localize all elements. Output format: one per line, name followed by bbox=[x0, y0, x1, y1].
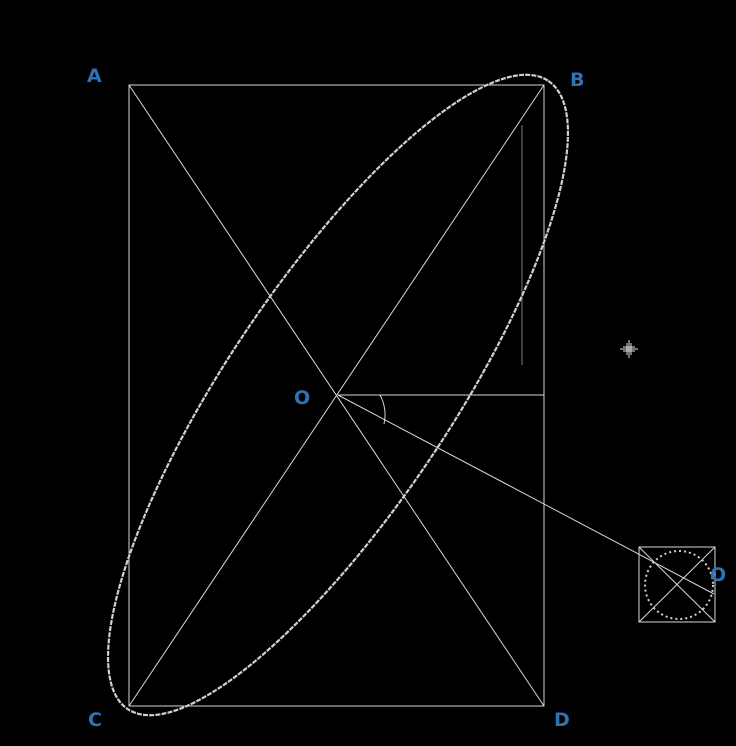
angle-arc bbox=[379, 394, 386, 425]
rotated-ellipse bbox=[106, 73, 570, 717]
small-box bbox=[638, 546, 716, 623]
small-circle bbox=[644, 550, 714, 620]
diagonal-b-c bbox=[128, 84, 545, 707]
label-a: A bbox=[87, 65, 102, 87]
ray-to-small-circle bbox=[337, 394, 715, 595]
label-d: D bbox=[554, 709, 570, 731]
label-o-small: O bbox=[710, 564, 726, 586]
label-o: O bbox=[294, 387, 310, 409]
small-circle-group bbox=[638, 546, 716, 623]
label-b: B bbox=[570, 69, 584, 91]
label-c: C bbox=[88, 709, 102, 731]
crosshair-cursor-icon bbox=[620, 340, 638, 358]
